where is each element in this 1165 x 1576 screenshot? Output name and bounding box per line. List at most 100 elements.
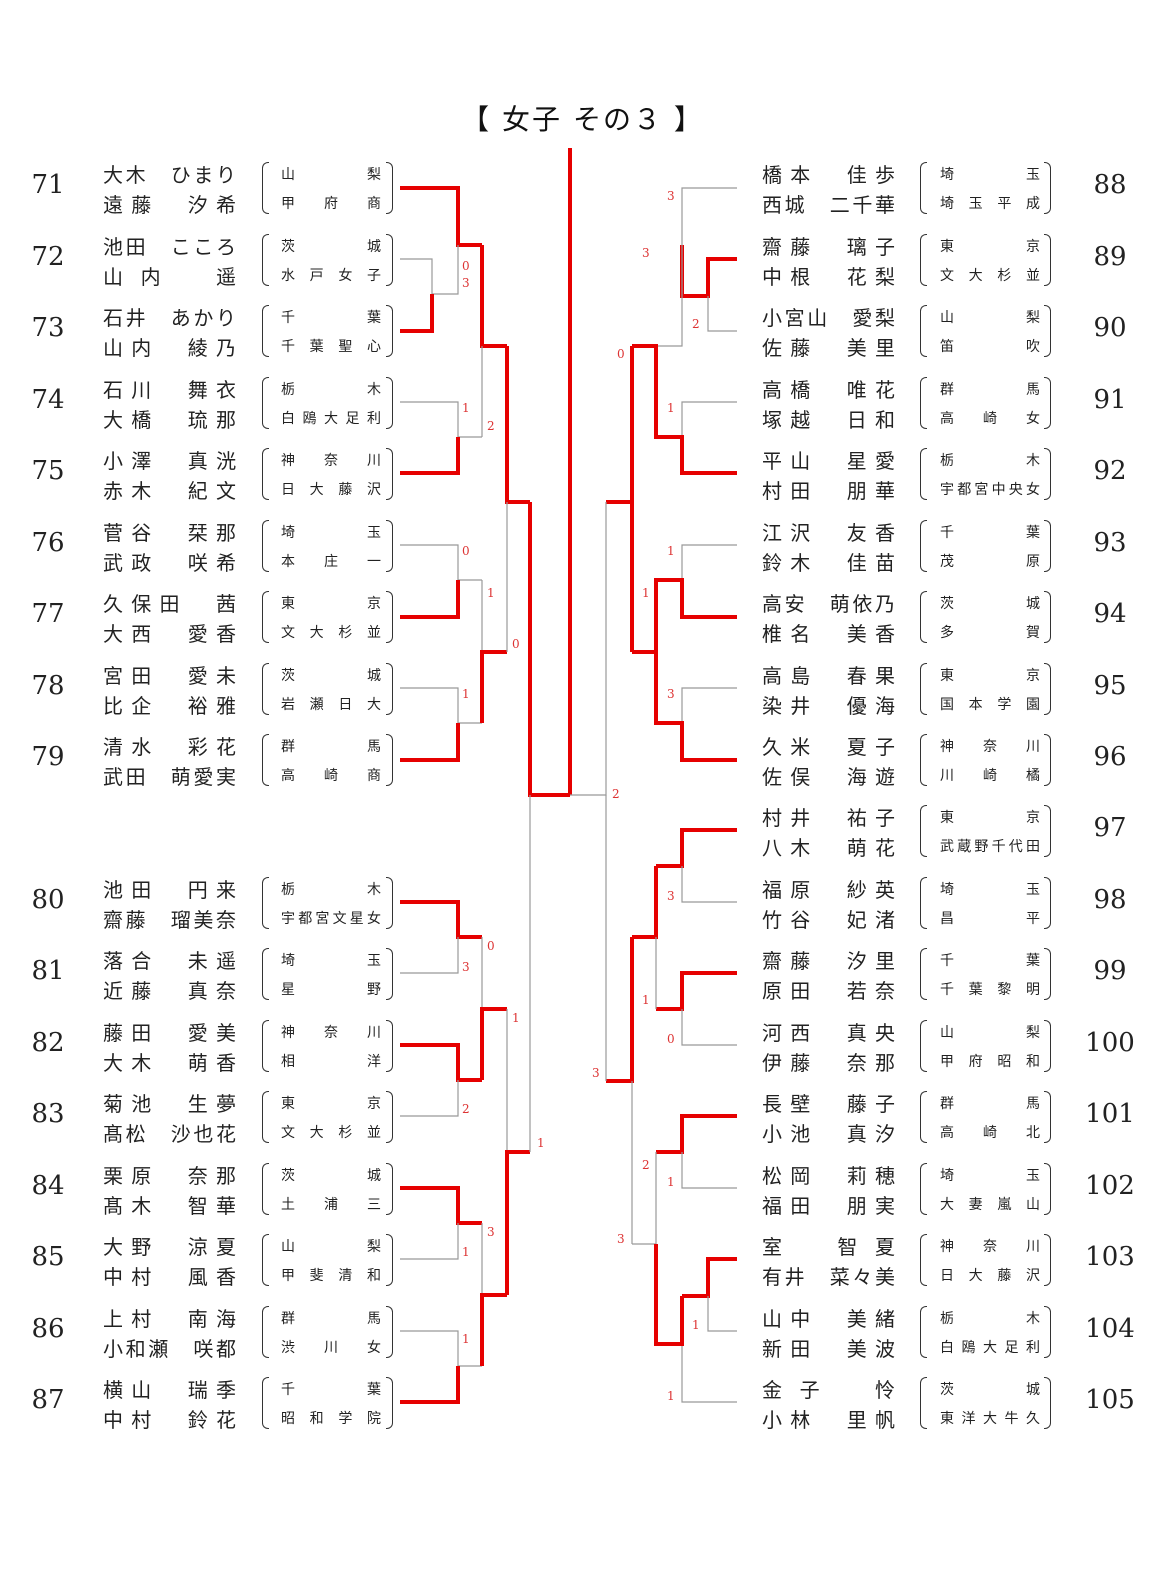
match-score: 1 [667, 1389, 675, 1403]
match-score: 0 [487, 939, 495, 953]
school-bracket-open [920, 805, 927, 857]
winner-line [480, 1007, 507, 1080]
school-name: 星 野 [281, 982, 381, 998]
school-name: 茂 原 [940, 554, 1040, 570]
school-prefecture: 東 京 [940, 239, 1040, 255]
match-score: 0 [617, 347, 625, 361]
school-bracket-close [1044, 234, 1051, 286]
school-bracket-open [920, 234, 927, 286]
player-name: 平山 星愛 [762, 449, 896, 473]
match-score: 0 [462, 259, 470, 273]
school-bracket-open [920, 1091, 927, 1143]
match-score: 2 [462, 1102, 470, 1116]
school-prefecture: 群 馬 [281, 739, 381, 755]
school-bracket-open [920, 877, 927, 929]
bracket-line [400, 258, 433, 294]
player-name: 小和瀬 咲都 [103, 1337, 237, 1361]
school-name: 白鴎大足利 [940, 1340, 1040, 1356]
school-bracket-close [1044, 877, 1051, 929]
player-name: 大木 萌香 [103, 1051, 237, 1075]
player-name: 小池 真汐 [762, 1122, 896, 1146]
school-bracket-open [262, 734, 269, 786]
bracket-line [400, 1223, 459, 1260]
school-prefecture: 千 葉 [940, 953, 1040, 969]
bracket-line [681, 866, 737, 903]
school-prefecture: 山 梨 [281, 167, 381, 183]
winner-line [480, 650, 507, 723]
school-bracket-open [262, 1163, 269, 1215]
bracket-line [681, 1009, 737, 1046]
school-name: 埼玉平成 [940, 196, 1040, 212]
bracket-line [656, 245, 683, 347]
school-name: 多 賀 [940, 625, 1040, 641]
bracket-line [681, 544, 737, 580]
player-name: 塚越 日和 [762, 408, 896, 432]
school-bracket-close [1044, 520, 1051, 572]
match-score: 3 [462, 960, 470, 974]
player-name: 小澤 真洸 [103, 449, 237, 473]
school-bracket-open [262, 1306, 269, 1358]
school-bracket-close [1044, 591, 1051, 643]
winner-line [632, 578, 737, 654]
bracket-line [681, 687, 737, 723]
player-name: 長壁 藤子 [762, 1092, 896, 1116]
school-name: 渋川女 [281, 1340, 381, 1356]
player-name: 清水 彩花 [103, 735, 237, 759]
school-bracket-open [920, 377, 927, 429]
school-prefecture: 茨 城 [281, 1168, 381, 1184]
player-name: 池田 こころ [103, 235, 237, 259]
match-score: 1 [487, 586, 495, 600]
player-name: 福田 朋実 [762, 1194, 896, 1218]
school-bracket-open [262, 877, 269, 929]
school-bracket-open [262, 1020, 269, 1072]
school-prefecture: 埼 玉 [940, 1168, 1040, 1184]
seed-number: 105 [1085, 1385, 1135, 1415]
player-name: 江沢 友香 [762, 521, 896, 545]
school-bracket-close [1044, 1020, 1051, 1072]
school-bracket-close [1044, 377, 1051, 429]
player-name: 中根 花梨 [762, 265, 896, 289]
school-prefecture: 埼 玉 [281, 953, 381, 969]
player-name: 高島 春果 [762, 664, 896, 688]
player-name: 石川 舞衣 [103, 378, 237, 402]
player-name: 大西 愛香 [103, 622, 237, 646]
school-bracket-close [1044, 305, 1051, 357]
school-prefecture: 埼 玉 [940, 167, 1040, 183]
bracket-line [400, 401, 482, 438]
player-name: 藤田 愛美 [103, 1021, 237, 1045]
seed-number: 77 [31, 599, 65, 629]
school-bracket-close [1044, 663, 1051, 715]
school-bracket-open [262, 663, 269, 715]
player-name: 高橋 唯花 [762, 378, 896, 402]
school-name: 甲府商 [281, 196, 381, 212]
winner-line [400, 294, 434, 333]
seed-number: 73 [31, 313, 65, 343]
seed-number: 95 [1093, 671, 1127, 701]
winner-line [400, 723, 460, 762]
school-bracket-open [262, 520, 269, 572]
winner-line [656, 828, 737, 868]
player-name: 中村 鈴花 [103, 1408, 237, 1432]
winner-line [654, 1244, 684, 1346]
player-name: 金子 怜 [762, 1378, 896, 1402]
school-name: 川崎橘 [940, 768, 1040, 784]
match-score: 1 [512, 1011, 520, 1025]
player-name: 山内 遥 [103, 265, 237, 289]
player-name: 佐俣 海遊 [762, 765, 896, 789]
winner-line [400, 1043, 482, 1082]
player-name: 遠藤 汐希 [103, 193, 237, 217]
seed-number: 99 [1093, 956, 1127, 986]
